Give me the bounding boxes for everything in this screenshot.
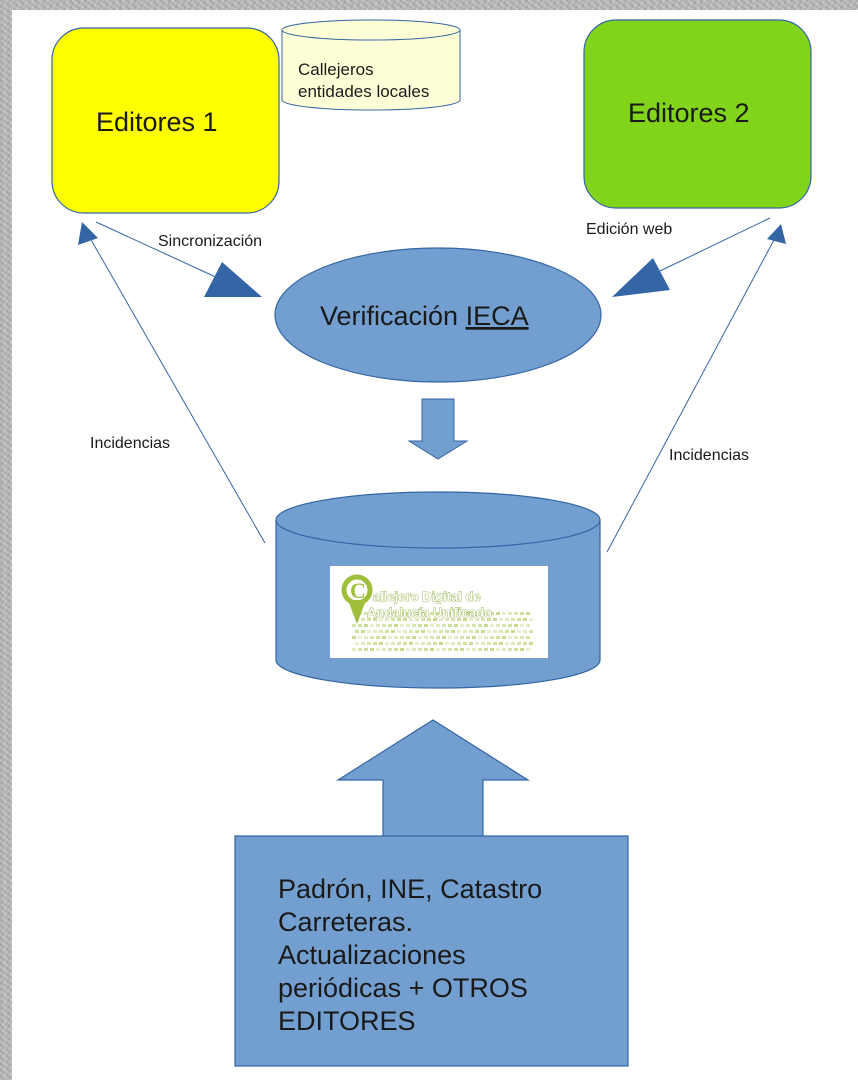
sync-line <box>95 221 221 280</box>
incidents-left-arrowhead <box>78 222 98 245</box>
sources-line-1: Padrón, INE, Catastro <box>278 874 542 904</box>
web-edit-arrowhead <box>612 258 670 297</box>
editores-2-label: Editores 2 <box>628 98 750 128</box>
verificacion-label-main: Verificación <box>320 301 466 331</box>
editores-1-label: Editores 1 <box>96 107 218 137</box>
sync-label: Sincronización <box>158 233 262 250</box>
incidents-left-label: Incidencias <box>90 435 170 452</box>
callejero-logo: C allejero Digital de Andalucía Unificad… <box>330 566 548 658</box>
logo-pin-tip <box>348 600 366 624</box>
logo-initial: C <box>350 578 366 603</box>
sources-line-5: EDITORES <box>278 1006 416 1036</box>
callejeros-database: Callejeros entidades locales <box>281 19 461 111</box>
incidents-left-line <box>89 237 266 544</box>
arrowheads <box>78 222 786 297</box>
verificacion-node: Verificación IECA <box>274 247 602 383</box>
incidents-right-line <box>606 237 776 553</box>
editores-1-node: Editores 1 <box>51 27 280 214</box>
incidents-right-arrowhead <box>767 224 786 244</box>
web-edit-label: Edición web <box>586 221 672 238</box>
editores-2-node: Editores 2 <box>583 19 812 209</box>
sources-line-2: Carreteras. <box>278 907 413 937</box>
logo-map-grid <box>352 612 533 651</box>
verificacion-label: Verificación IECA <box>320 301 529 331</box>
callejeros-label-line-1: Callejeros <box>298 60 374 79</box>
web-edit-line <box>659 217 771 272</box>
sources-line-4: periódicas + OTROS <box>278 973 528 1003</box>
connectors <box>89 217 776 553</box>
sources-line-3: Actualizaciones <box>278 940 466 970</box>
callejeros-label-line-2: entidades locales <box>298 82 429 101</box>
down-arrow <box>407 398 469 460</box>
incidents-right-label: Incidencias <box>669 447 749 464</box>
sync-arrowhead <box>204 262 262 297</box>
logo-line-1: allejero Digital de <box>373 589 481 604</box>
sources-node: Padrón, INE, Catastro Carreteras. Actual… <box>234 719 629 1067</box>
verificacion-label-acronym: IECA <box>466 301 529 331</box>
sources-up-arrow <box>335 719 531 839</box>
logo-line-2: Andalucía Unificado <box>367 605 492 620</box>
sources-box <box>234 835 629 1067</box>
